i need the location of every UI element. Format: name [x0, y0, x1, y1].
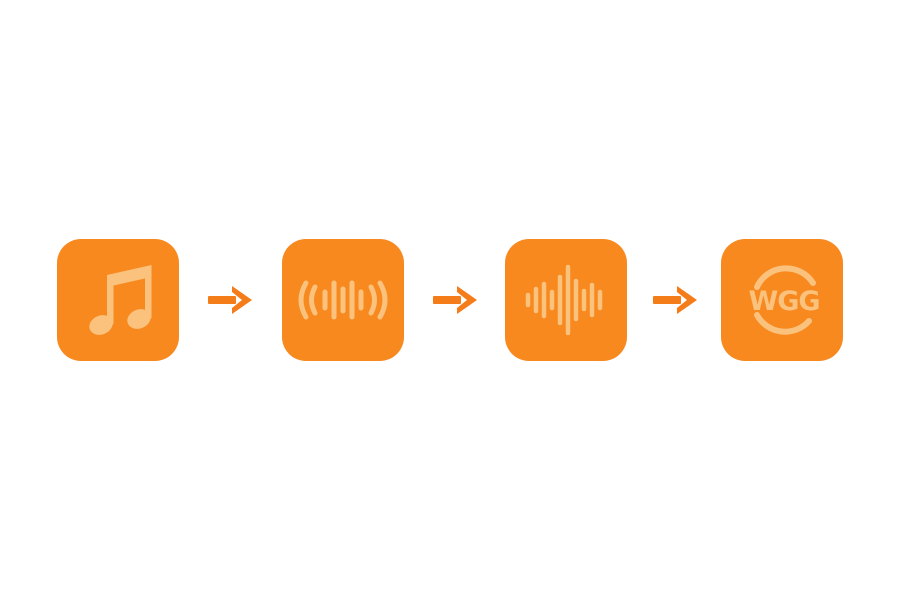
- step-music-tile: [57, 239, 179, 361]
- step-wgg-logo-tile: WGG: [721, 239, 843, 361]
- audio-waveform-icon: [525, 264, 603, 336]
- wgg-logo-icon: WGG: [748, 265, 821, 335]
- wgg-logo-text: WGG: [748, 286, 819, 317]
- step-waveform-tile: [505, 239, 627, 361]
- arrow-right-icon: [433, 286, 477, 314]
- arrow-right-icon: [653, 286, 697, 314]
- step-audio-signal-tile: [282, 239, 404, 361]
- arrow-right-icon: [208, 286, 252, 314]
- music-note-icon: [89, 265, 152, 335]
- radiating-audio-bars-icon: [298, 280, 388, 320]
